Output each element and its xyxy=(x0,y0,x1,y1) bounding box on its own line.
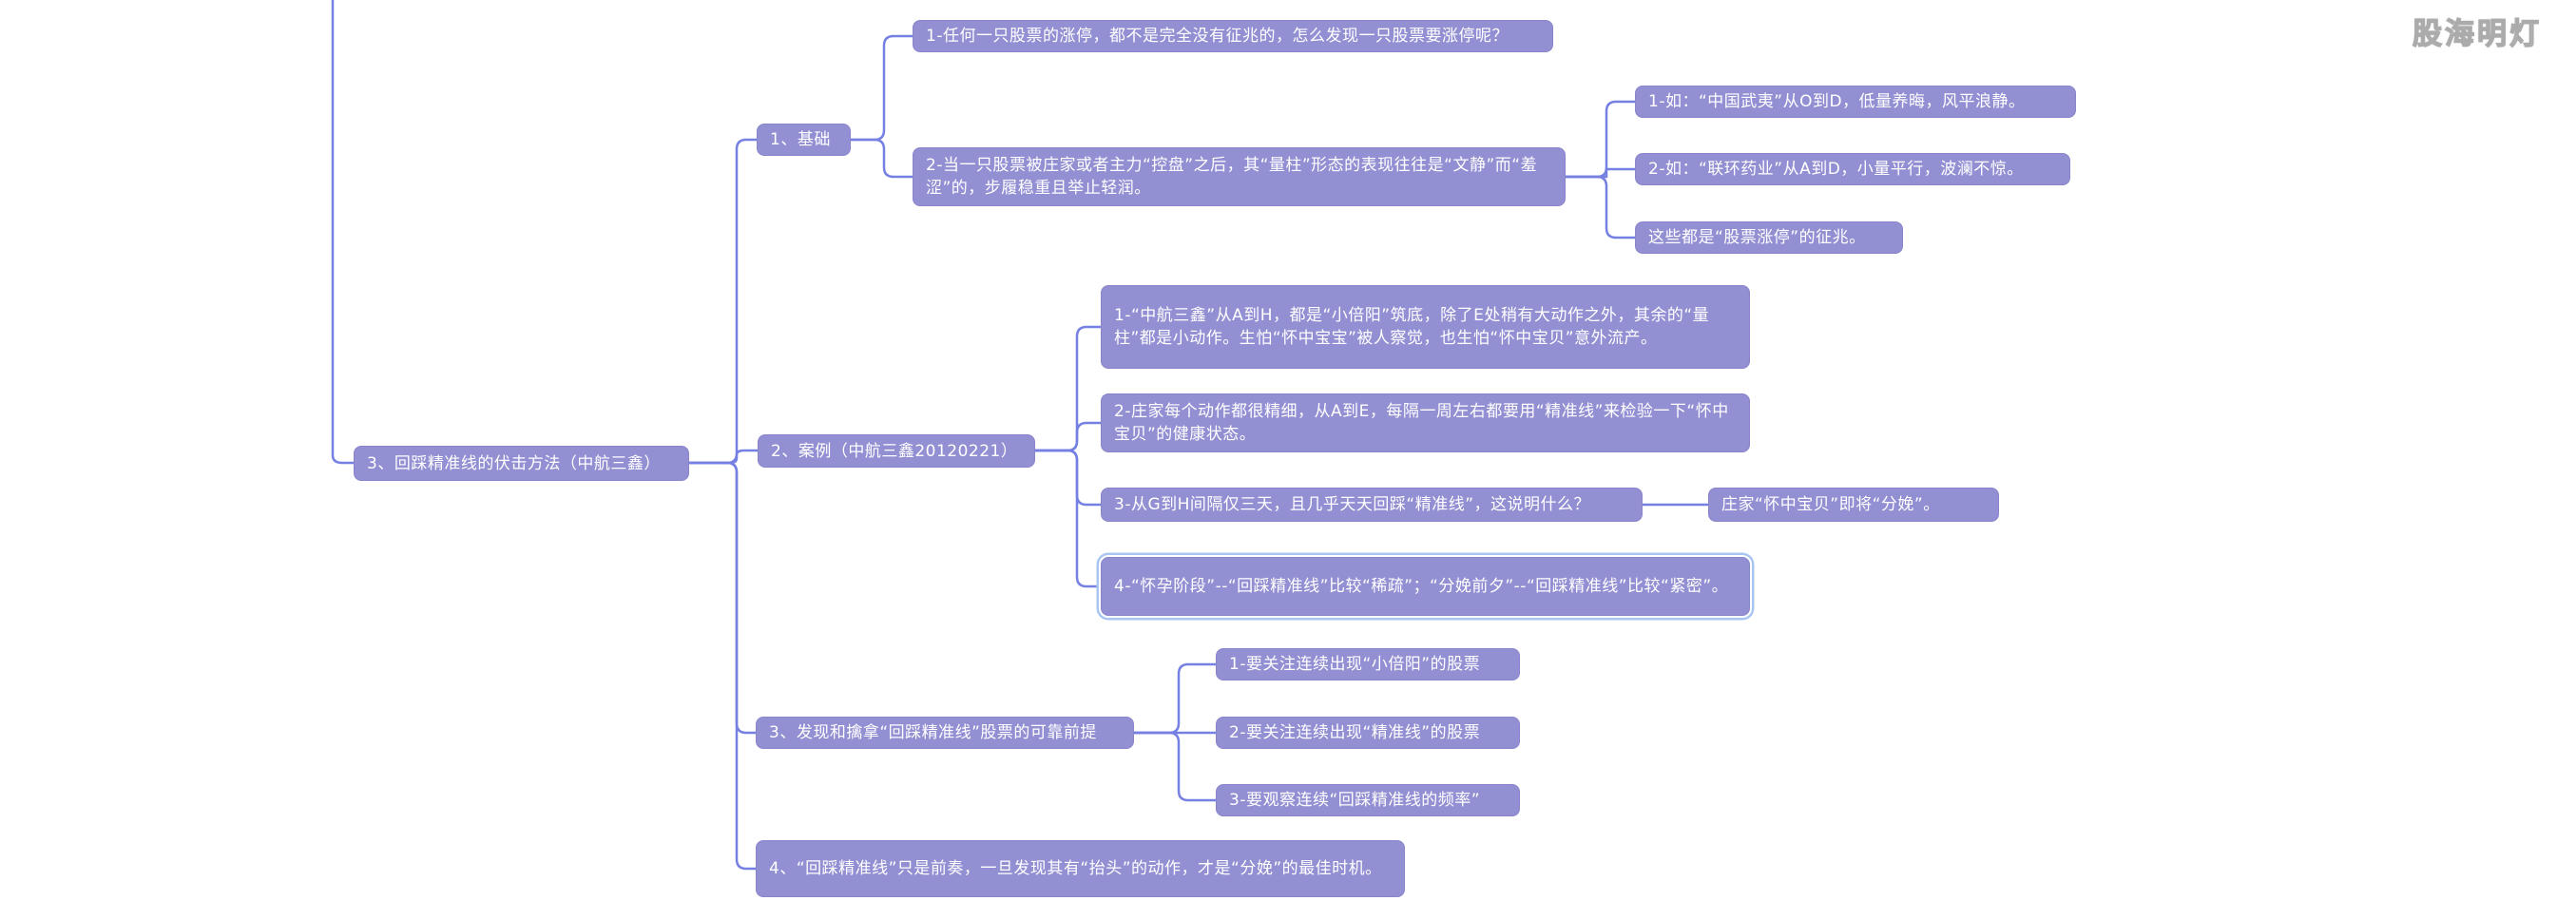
topic-case-4[interactable]: 4-“怀孕阶段”--“回踩精准线”比较“稀疏”；“分娩前夕”--“回踩精准线”比… xyxy=(1101,557,1750,616)
connector-basics-2-1 xyxy=(1564,100,1637,179)
topic-basics-label: 1、基础 xyxy=(770,130,831,149)
topic-premise-3-label: 3-要观察连续“回踩精准线的频率” xyxy=(1229,791,1481,810)
topic-signs-summary[interactable]: 这些都是“股票涨停”的征兆。 xyxy=(1635,221,1903,254)
topic-basics-q2-label: 2-当一只股票被庄家或者主力“控盘”之后，其“量柱”形态的表现往往是“文静”而“… xyxy=(926,156,1538,198)
topic-premise-3[interactable]: 3-要观察连续“回踩精准线的频率” xyxy=(1216,784,1520,816)
topic-case-label: 2、案例（中航三鑫20120221） xyxy=(771,441,1018,461)
connector-premise-1 xyxy=(1132,662,1218,735)
topic-case-3-answer[interactable]: 庄家“怀中宝贝”即将“分娩”。 xyxy=(1708,488,1999,522)
topic-root[interactable]: 3、回踩精准线的伏击方法（中航三鑫） xyxy=(354,446,689,481)
connector-root-to-basics xyxy=(687,138,759,465)
topic-signs-summary-label: 这些都是“股票涨停”的征兆。 xyxy=(1648,228,1866,247)
connector-case-2 xyxy=(1033,421,1103,452)
topic-case-3[interactable]: 3-从G到H间隔仅三天，且几乎天天回踩“精准线”，这说明什么？ xyxy=(1101,488,1643,522)
topic-case-4-label: 4-“怀孕阶段”--“回踩精准线”比较“稀疏”；“分娩前夕”--“回踩精准线”比… xyxy=(1114,577,1729,596)
topic-case-1[interactable]: 1-“中航三鑫”从A到H，都是“小倍阳”筑底，除了E处稍有大动作之外，其余的“量… xyxy=(1101,285,1750,369)
connector-parent-to-root xyxy=(331,0,356,465)
topic-basics[interactable]: 1、基础 xyxy=(757,124,851,156)
topic-premise-label: 3、发现和擒拿“回踩精准线”股票的可靠前提 xyxy=(769,723,1097,742)
topic-premise-2[interactable]: 2-要关注连续出现“精准线”的股票 xyxy=(1216,717,1520,749)
topic-example-wuyi[interactable]: 1-如：“中国武夷”从O到D，低量养晦，风平浪静。 xyxy=(1635,86,2076,118)
topic-example-lianhuan[interactable]: 2-如：“联环药业”从A到D，小量平行，波澜不惊。 xyxy=(1635,153,2070,185)
topic-premise-1-label: 1-要关注连续出现“小倍阳”的股票 xyxy=(1229,655,1481,674)
topic-basics-q2[interactable]: 2-当一只股票被庄家或者主力“控盘”之后，其“量柱”形态的表现往往是“文静”而“… xyxy=(913,147,1566,206)
topic-example-lianhuan-label: 2-如：“联环药业”从A到D，小量平行，波澜不惊。 xyxy=(1648,160,2024,179)
topic-root-label: 3、回踩精准线的伏击方法（中航三鑫） xyxy=(367,453,661,473)
watermark-logo: 股海明灯 xyxy=(2412,10,2542,52)
topic-premise-1[interactable]: 1-要关注连续出现“小倍阳”的股票 xyxy=(1216,648,1520,680)
topic-premise-2-label: 2-要关注连续出现“精准线”的股票 xyxy=(1229,723,1481,742)
connector-root-to-premise xyxy=(687,461,758,735)
connector-premise-3 xyxy=(1132,731,1218,802)
topic-case[interactable]: 2、案例（中航三鑫20120221） xyxy=(758,434,1035,468)
connector-root-to-timing xyxy=(687,461,758,871)
topic-basics-q1-label: 1-任何一只股票的涨停，都不是完全没有征兆的，怎么发现一只股票要涨停呢？ xyxy=(926,27,1509,46)
watermark-text: 股海明灯 xyxy=(2412,16,2542,51)
topic-example-wuyi-label: 1-如：“中国武夷”从O到D，低量养晦，风平浪静。 xyxy=(1648,92,2026,111)
connector-case-4 xyxy=(1033,449,1103,588)
topic-case-3-answer-label: 庄家“怀中宝贝”即将“分娩”。 xyxy=(1721,495,1940,514)
topic-case-2[interactable]: 2-庄家每个动作都很精细，从A到E，每隔一周左右都要用“精准线”来检验一下“怀中… xyxy=(1101,393,1750,452)
connector-root-to-case xyxy=(687,449,759,465)
connector-basics-1 xyxy=(849,34,914,142)
topic-case-3-label: 3-从G到H间隔仅三天，且几乎天天回踩“精准线”，这说明什么？ xyxy=(1114,495,1591,514)
connector-basics-2-3 xyxy=(1564,175,1637,240)
topic-premise[interactable]: 3、发现和擒拿“回踩精准线”股票的可靠前提 xyxy=(756,717,1134,749)
connector-basics-2 xyxy=(849,138,914,179)
topic-case-1-label: 1-“中航三鑫”从A到H，都是“小倍阳”筑底，除了E处稍有大动作之外，其余的“量… xyxy=(1114,306,1710,348)
topic-case-2-label: 2-庄家每个动作都很精细，从A到E，每隔一周左右都要用“精准线”来检验一下“怀中… xyxy=(1114,402,1729,444)
topic-timing[interactable]: 4、“回踩精准线”只是前奏，一旦发现其有“抬头”的动作，才是“分娩”的最佳时机。 xyxy=(756,840,1405,897)
connector-case-3 xyxy=(1033,449,1103,507)
topic-timing-label: 4、“回踩精准线”只是前奏，一旦发现其有“抬头”的动作，才是“分娩”的最佳时机。 xyxy=(769,859,1382,878)
topic-basics-q1[interactable]: 1-任何一只股票的涨停，都不是完全没有征兆的，怎么发现一只股票要涨停呢？ xyxy=(913,20,1553,52)
connector-case-1 xyxy=(1033,325,1103,452)
